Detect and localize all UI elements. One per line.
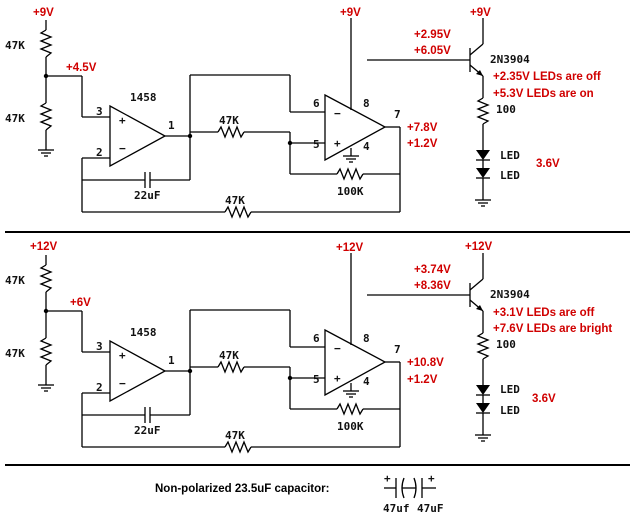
ic-label: 1458 (130, 91, 157, 104)
pin-7: 7 (394, 343, 401, 356)
output-high: +10.8V (407, 357, 444, 369)
minus-sign-2: − (334, 342, 341, 355)
minus-sign-2: − (334, 107, 341, 120)
pin-4: 4 (363, 140, 370, 153)
pin-5: 5 (313, 138, 320, 151)
plus-sign: + (119, 349, 126, 362)
emitter-off: +3.1V LEDs are off (493, 307, 594, 319)
resistor-100k-label: 100K (337, 185, 364, 198)
supply-opamp: +9V (340, 7, 361, 19)
pin-8: 8 (363, 332, 370, 345)
emitter-on: +7.6V LEDs are bright (493, 323, 612, 335)
supply-left: +12V (30, 241, 58, 253)
pin-4: 4 (363, 375, 370, 388)
plus-right: + (428, 472, 435, 485)
plus-sign-2: + (334, 372, 341, 385)
non-polarized-capacitor-icon (384, 477, 436, 499)
resistor-r1-label: 47K (5, 274, 25, 287)
emitter-off: +2.35V LEDs are off (493, 71, 601, 83)
transistor-label: 2N3904 (490, 53, 530, 66)
resistor-r2-label: 47K (5, 347, 25, 360)
divider-voltage: +6V (70, 297, 91, 309)
resistor-100k-label: 100K (337, 420, 364, 433)
capacitor-label: 22uF (134, 189, 161, 202)
led-2-label: LED (500, 404, 520, 417)
minus-sign: − (119, 142, 126, 155)
base-voltage-1: +3.74V (414, 264, 451, 276)
pin-5: 5 (313, 373, 320, 386)
circuit-9v-labels: +9V +9V +9V 47K 47K +4.5V 1458 3 2 1 + −… (5, 7, 601, 207)
pin-2: 2 (96, 146, 103, 159)
supply-transistor: +9V (470, 7, 491, 19)
supply-opamp: +12V (336, 242, 364, 254)
pin-3: 3 (96, 340, 103, 353)
pin-1: 1 (168, 119, 175, 132)
led-voltage: 3.6V (536, 158, 560, 170)
output-high: +7.8V (407, 122, 438, 134)
pin-1: 1 (168, 354, 175, 367)
base-voltage-2: +8.36V (414, 280, 451, 292)
footer-capacitor: Non-polarized 23.5uF capacitor: + + 47uf… (155, 472, 444, 515)
transistor-label: 2N3904 (490, 288, 530, 301)
pin-7: 7 (394, 108, 401, 121)
supply-transistor: +12V (465, 241, 493, 253)
plus-sign: + (119, 114, 126, 127)
minus-sign: − (119, 377, 126, 390)
plus-left: + (384, 472, 391, 485)
resistor-feedback-label: 47K (225, 194, 245, 207)
pin-3: 3 (96, 105, 103, 118)
circuit-12v-labels: +12V +12V +12V 47K 47K +6V 1458 3 2 1 + … (5, 241, 612, 442)
footer-caption: Non-polarized 23.5uF capacitor: (155, 483, 329, 495)
led-1-label: LED (500, 383, 520, 396)
cap-2-label: 47uF (417, 502, 444, 515)
resistor-100-label: 100 (496, 338, 516, 351)
resistor-100-label: 100 (496, 103, 516, 116)
output-low: +1.2V (407, 374, 438, 386)
cap-1-label: 47uf (383, 502, 410, 515)
output-low: +1.2V (407, 138, 438, 150)
resistor-r1-label: 47K (5, 39, 25, 52)
resistor-mid-label: 47K (219, 349, 239, 362)
capacitor-label: 22uF (134, 424, 161, 437)
pin-8: 8 (363, 97, 370, 110)
resistor-feedback-label: 47K (225, 429, 245, 442)
resistor-mid-label: 47K (219, 114, 239, 127)
emitter-on: +5.3V LEDs are on (493, 88, 594, 100)
supply-left: +9V (33, 7, 54, 19)
base-voltage-2: +6.05V (414, 45, 451, 57)
ic-label: 1458 (130, 326, 157, 339)
pin-6: 6 (313, 332, 320, 345)
base-voltage-1: +2.95V (414, 29, 451, 41)
resistor-r2-label: 47K (5, 112, 25, 125)
plus-sign-2: + (334, 137, 341, 150)
led-1-label: LED (500, 149, 520, 162)
led-voltage: 3.6V (532, 393, 556, 405)
pin-2: 2 (96, 381, 103, 394)
led-2-label: LED (500, 169, 520, 182)
divider-voltage: +4.5V (66, 62, 97, 74)
pin-6: 6 (313, 97, 320, 110)
